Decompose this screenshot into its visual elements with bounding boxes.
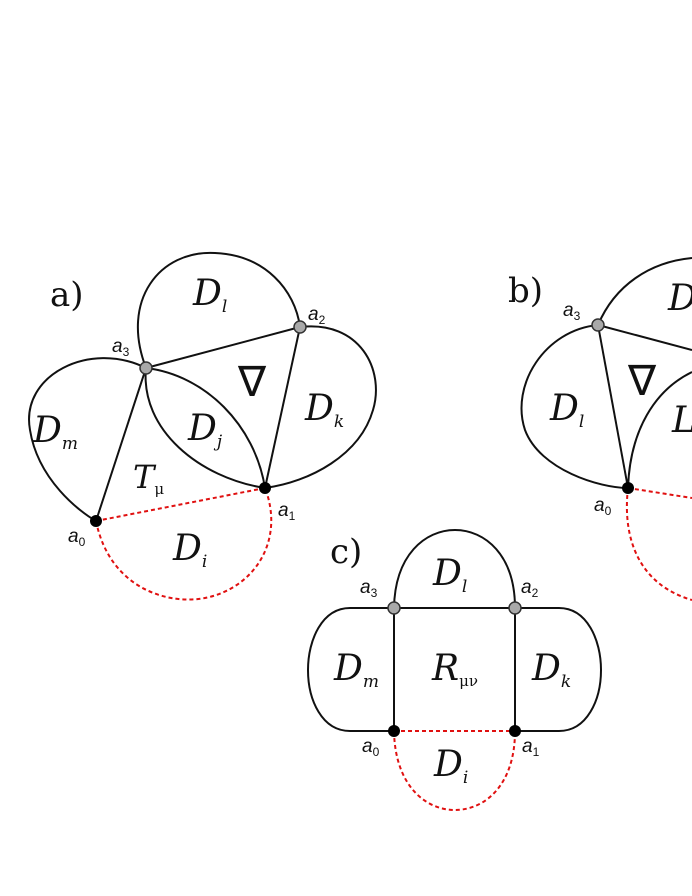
panel-a-label-a1: a1 [278,500,296,523]
panel-b-edge-a3-right [597,324,692,351]
panel-a-label-a0: a0 [68,526,86,549]
panel-c-region-dl: Dl [432,553,467,597]
panel-c: c) a3 a2 a0 a1 Dl Dm Dk Di Rμν [306,528,603,812]
panel-b-label: b) [508,271,543,311]
panel-c-dashed-lobe-di [393,730,516,812]
panel-b-nabla-symbol: ∇ [627,356,657,405]
panel-c-lobe-dl [393,528,516,609]
panel-a-region-dk: Dk [304,388,344,432]
panel-a-dashed-lobe-di [95,487,273,601]
panel-a-label-a3: a3 [112,336,130,359]
panel-a-region-di: Di [172,528,207,572]
panel-a-vertex-a1 [259,482,271,494]
panel-c-lobe-dm [306,607,394,732]
panel-a-lobe-dj-top [145,367,266,489]
panel-c-lobe-dk [515,607,603,732]
panel-c-label-a3: a3 [360,577,378,600]
panel-a-edge-a3-a2 [145,326,301,369]
panel-a-lobe-dm [28,357,147,522]
panel-b-label-a0: a0 [594,495,612,518]
panel-b-dashed-lobe [625,487,692,601]
panel-a-region-dm: Dm [32,410,78,454]
panel-a-region-t: Tμ [133,458,164,498]
panel-a-region-dl: Dl [192,273,227,317]
panel-a: a) a3 a2 a1 a0 Dl Dm Dj Dk Di Tμ ∇ [28,251,377,601]
panel-a-nabla-symbol: ∇ [237,357,267,406]
panel-b-region-inner: L [671,400,692,441]
panel-c-label-a1: a1 [522,736,540,759]
panel-c-vertex-a0 [388,725,400,737]
panel-b-lobe-inner [627,371,692,489]
panel-b-edge-a3-a0 [597,324,629,489]
panel-b-vertex-a0 [622,482,634,494]
panel-a-vertex-a0 [90,515,102,527]
panel-c-region-di: Di [433,744,468,788]
panel-a-edge-a2-a1 [264,326,301,489]
panel-a-label: a) [50,275,84,315]
panel-a-label-a2: a2 [308,304,326,327]
panel-b-dashed-a0-right [627,487,692,499]
panel-a-vertex-a3 [139,361,153,375]
panel-b-lobe-dl [520,324,629,489]
panel-a-lobe-dl [136,251,301,369]
panel-c-region-dm: Dm [333,648,379,692]
panel-a-dashed-a0-a1 [95,487,266,522]
panel-b: b) a3 a0 Dl ∇ D L [508,257,692,601]
panel-c-vertex-a1 [509,725,521,737]
panel-a-lobe-dk [264,325,377,489]
panel-a-lobe-dj [144,367,266,489]
panel-b-region-top: D [667,278,692,319]
panel-a-edge-a3-a0 [95,367,147,522]
panel-c-region-dk: Dk [531,648,571,692]
panel-b-lobe-top [597,257,692,326]
panel-a-region-dj: Dj [187,408,223,452]
panel-b-label-a3: a3 [563,300,581,323]
panel-c-vertex-a3 [387,601,401,615]
panel-c-label-a0: a0 [362,736,380,759]
panel-a-vertex-a2 [293,320,307,334]
panel-c-label: c) [330,532,362,572]
panel-c-region-r: Rμν [431,648,478,690]
panel-c-vertex-a2 [508,601,522,615]
panel-b-vertex-a3 [591,318,605,332]
panel-b-region-dl: Dl [549,388,584,432]
panel-c-label-a2: a2 [521,577,539,600]
